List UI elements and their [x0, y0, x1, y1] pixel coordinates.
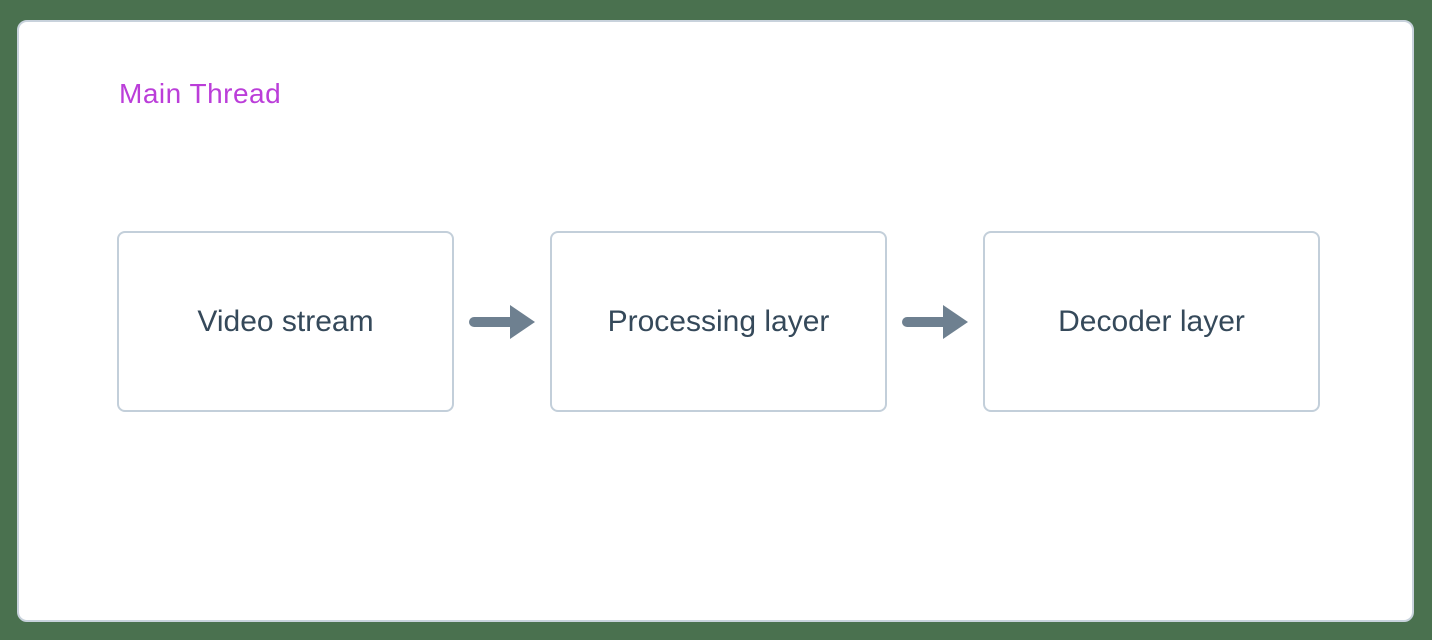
arrow-right-icon: [454, 302, 550, 342]
node-processing-layer: Processing layer: [550, 231, 887, 412]
main-thread-subgraph-panel: Main Thread Video stream Processing laye…: [17, 20, 1414, 622]
node-label: Processing layer: [607, 304, 830, 338]
node-video-stream: Video stream: [117, 231, 454, 412]
node-decoder-layer: Decoder layer: [983, 231, 1320, 412]
node-label: Video stream: [197, 304, 374, 338]
subgraph-title: Main Thread: [119, 78, 282, 109]
arrow-right-icon: [887, 302, 983, 342]
node-label: Decoder layer: [1058, 304, 1245, 338]
flow-row: Video stream Processing layer Decoder la…: [117, 231, 1320, 412]
